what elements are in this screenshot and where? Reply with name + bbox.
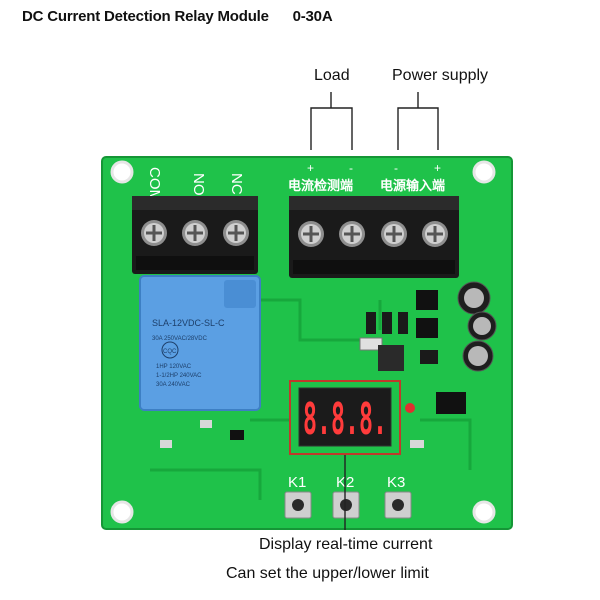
load-label: Load: [314, 67, 350, 84]
relay-pin-com: COM: [146, 167, 163, 202]
relay-label: 1HP 120VAC: [156, 364, 192, 370]
polarity-mark: +: [307, 161, 314, 175]
polarity-mark: -: [394, 161, 398, 175]
terminal-screw: [381, 221, 407, 247]
power-input-label: 电源输入端: [380, 178, 445, 194]
display-highlight-box: [289, 380, 401, 455]
seven-segment-display: [298, 387, 392, 447]
smd-components: [160, 290, 466, 448]
terminal-screw: [298, 221, 324, 247]
limit-caption: Can set the upper/lower limit: [226, 565, 429, 582]
k3-button[interactable]: [384, 491, 412, 519]
header-title: DC Current Detection Relay Module: [22, 8, 269, 25]
terminal-screw: [422, 221, 448, 247]
polarity-mark: +: [434, 161, 441, 175]
relay-label: 30A 240VAC: [156, 382, 191, 388]
power-supply-label: Power supply: [392, 67, 489, 84]
k1-button[interactable]: [284, 491, 312, 519]
capacitors: [457, 281, 497, 372]
header-range: 0-30A: [292, 8, 333, 25]
display-caption: Display real-time current: [259, 536, 433, 553]
relay-label: CQC: [163, 349, 177, 355]
polarity-mark: -: [349, 161, 353, 175]
relay-label: SLA-12VDC-SL-C: [152, 318, 225, 328]
header: DC Current Detection Relay Module 0-30A: [22, 8, 333, 25]
button-label-k1: K1: [288, 474, 306, 491]
relay-label: 30A 250VAC/28VDC: [152, 336, 208, 342]
pcb-traces: [150, 298, 472, 500]
terminal-screw: [339, 221, 365, 247]
input-terminal-block: [289, 196, 459, 278]
relay: SLA-12VDC-SL-C 30A 250VAC/28VDC CQC 1HP …: [139, 275, 261, 411]
relay-terminal-block: [132, 196, 258, 274]
button-label-k3: K3: [387, 474, 405, 491]
display-digits: 8.8.8.: [303, 394, 387, 445]
terminal-screw: [223, 220, 249, 246]
relay-pin-no: NO: [190, 173, 207, 196]
terminal-screw: [141, 220, 167, 246]
k2-button[interactable]: [332, 491, 360, 519]
relay-label: 1-1/2HP 240VAC: [156, 373, 202, 379]
terminal-screw: [182, 220, 208, 246]
mounting-holes: [110, 160, 496, 524]
relay-pin-nc: NC: [228, 173, 245, 195]
current-detect-label: 电流检测端: [288, 178, 353, 194]
